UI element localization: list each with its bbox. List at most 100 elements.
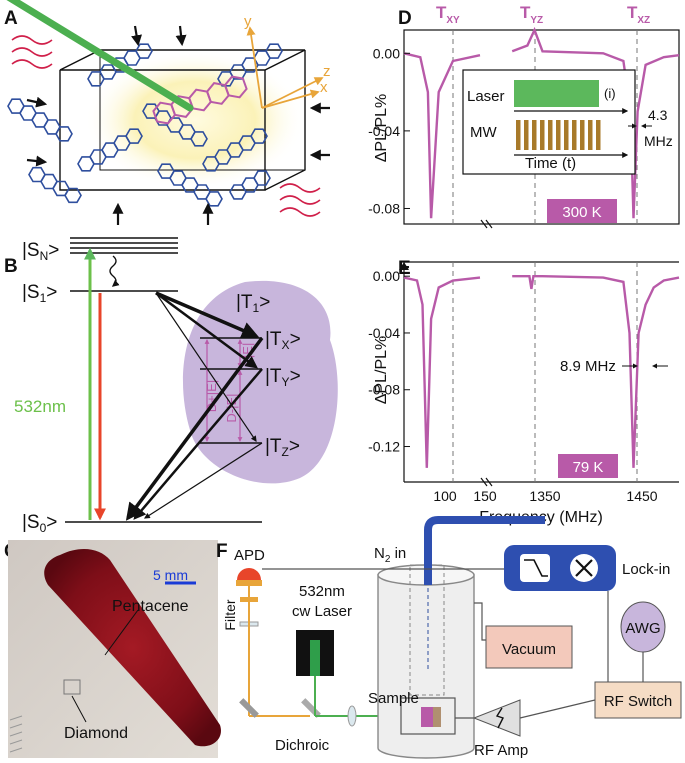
d-ylabel: ΔPL/PL%: [373, 94, 390, 163]
tz-label: |TZ>: [265, 436, 300, 459]
d-width-unit: MHz: [644, 133, 673, 149]
panel-d: D 0.00-0.04-0.08 ΔPL/PL% TXY TYZ TXZ 300…: [368, 3, 680, 225]
diamond-pointer: [71, 695, 87, 723]
vacuum-pump: [485, 625, 573, 669]
hexagon-ring: [64, 187, 82, 204]
laser-label-2: cw Laser: [292, 603, 352, 620]
lockin-label: Lock-in: [622, 561, 670, 578]
apd-label: APD: [234, 547, 265, 564]
d-ytick-label: -0.08: [368, 200, 400, 216]
mw-pulse: [548, 120, 553, 150]
splitting-arrows: [204, 339, 243, 442]
panel-label-a: A: [4, 8, 18, 29]
scale-label: 5 mm: [153, 567, 188, 583]
mw-pulse: [580, 120, 585, 150]
e-ytick-label: -0.12: [368, 439, 400, 455]
laser-aperture: [310, 640, 320, 676]
molecular-axes: [246, 26, 324, 109]
central-molecule: [152, 75, 248, 125]
pentacene-pointer: [104, 609, 139, 656]
relaxation-wiggle: [109, 255, 120, 287]
e-temperature: 79 K: [573, 459, 604, 476]
panel-label-b: B: [4, 256, 18, 277]
ruler-ticks: [9, 715, 23, 753]
emission-waves: [11, 35, 321, 217]
diamond-label: Diamond: [64, 725, 128, 742]
isc-arrows: [125, 291, 264, 521]
axis-x-label: x: [320, 79, 328, 96]
d-ytick-label: 0.00: [373, 45, 400, 61]
d-axes-frame: [403, 29, 680, 225]
mirror: [239, 698, 259, 718]
pressure-arrows: [26, 25, 330, 225]
focus-lens: [347, 705, 357, 727]
mw-pulse: [572, 120, 577, 150]
hexagon-ring: [55, 126, 73, 142]
panel-label-f: F: [216, 541, 228, 562]
e-xtick-1350: 1350: [529, 488, 560, 504]
e-xtick-100: 100: [433, 488, 457, 504]
lowpass-icon: [524, 559, 548, 577]
sample: [421, 707, 433, 727]
sn-manifold: [70, 237, 178, 254]
hexagon-ring: [205, 191, 223, 207]
apd-base: [236, 580, 262, 586]
s1-label: |S1>: [22, 282, 57, 305]
unit-cell-box: [59, 49, 306, 191]
inset-laser-pulse: [514, 80, 599, 107]
mw-pulse: [516, 120, 521, 150]
inset-mw-pulses: [516, 120, 601, 150]
panel-c: C 5 mm Pentacene Diamond: [4, 540, 221, 758]
mw-pulse: [540, 120, 545, 150]
inset-time-label: Time (t): [525, 155, 576, 172]
d-width-value: 4.3: [648, 107, 668, 123]
ty-label: |TY>: [265, 366, 301, 389]
n2-pipe: [424, 516, 545, 585]
e-xtick-150: 150: [473, 488, 497, 504]
mw-pulse: [596, 120, 601, 150]
peak-tyz: TYZ: [520, 3, 543, 26]
hexagon-ring: [190, 131, 208, 147]
rf-switch-label: RF Switch: [604, 693, 672, 710]
e-width-label: 8.9 MHz: [560, 358, 616, 375]
laser-beam: [6, 0, 194, 112]
peak-txy: TXY: [436, 3, 460, 26]
t1-label: |T1>: [236, 292, 270, 315]
laser-label-1: 532nm: [299, 583, 345, 600]
mw-pulse: [564, 120, 569, 150]
panel-f: F APD Filter Dichroic 532nm cw Laser N2 …: [216, 516, 682, 759]
diamond-sample: [63, 679, 81, 695]
wavelength-label: 532nm: [14, 397, 66, 416]
tx-label: |TX>: [265, 329, 301, 352]
apd-detector: [237, 568, 261, 580]
n2-label: N2 in: [374, 545, 406, 565]
d-temperature: 300 K: [562, 204, 601, 221]
e-ytick-label: -0.08: [368, 382, 400, 398]
vacuum-line: [474, 602, 486, 641]
triplet-manifold: [182, 280, 338, 484]
mixer-icon: [575, 559, 593, 577]
sample-holder: [433, 707, 441, 727]
peak-txz: TXZ: [627, 3, 650, 26]
hexagon-ring: [265, 43, 283, 59]
panel-label-d: D: [398, 8, 412, 29]
filter-label: Filter: [222, 599, 238, 630]
inset-laser-label: Laser: [467, 88, 505, 105]
axis-break: [480, 219, 493, 487]
laser-glow: [85, 50, 305, 190]
hexagon-ring: [250, 128, 268, 144]
axis-y-label: y: [244, 13, 252, 30]
rf-amp-label: RF Amp: [474, 742, 528, 759]
mw-pulse: [524, 120, 529, 150]
e-xtick-1450: 1450: [626, 488, 657, 504]
e-ytick-label: 0.00: [373, 268, 400, 284]
d-temp-badge: [547, 199, 617, 223]
cryostat: [377, 574, 475, 759]
panel-b: B |SN> |S1> |S0> |T1> |TX> |TY> |TZ>: [4, 237, 338, 535]
e-yticks: 0.00-0.04-0.08-0.12: [368, 268, 410, 455]
vacuum-label: Vacuum: [502, 641, 556, 658]
inset-mw-label: MW: [470, 124, 497, 141]
pentacene-crystal: [44, 548, 221, 747]
mw-pulse: [588, 120, 593, 150]
